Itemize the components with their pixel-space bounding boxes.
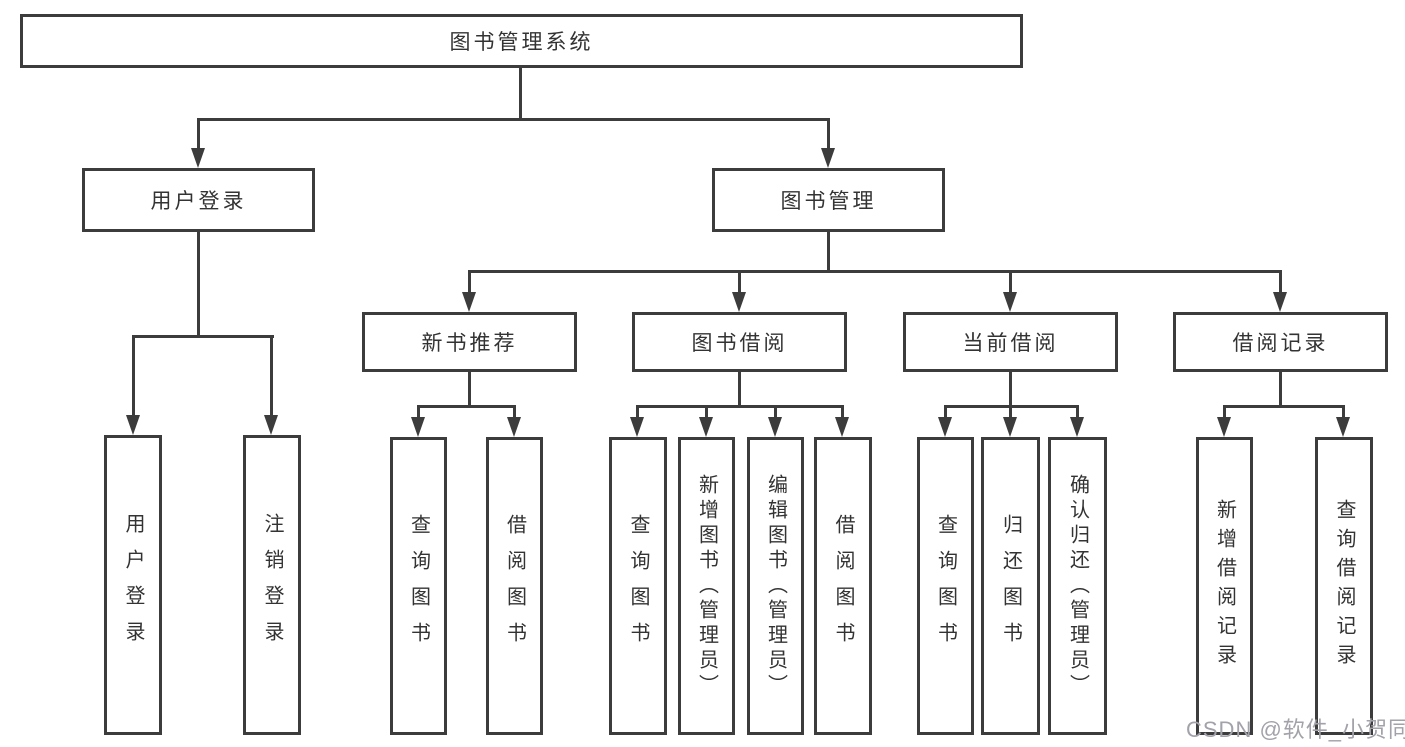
node-new-book-recommend-label: 新书推荐 <box>421 332 518 355</box>
connector-userlogin-stem-1 <box>132 335 135 417</box>
connector-bookmgmt-stem-3 <box>1009 270 1012 295</box>
node-confirm-return-admin: 确认归还（管理员） <box>1048 437 1107 735</box>
connector-recommend-stem-2 <box>513 405 516 420</box>
node-user-login-leaf-label: 用户登录 <box>122 513 144 657</box>
connector-records-vline <box>1279 372 1282 408</box>
arrowhead-records-leaf1-icon <box>1217 417 1231 437</box>
arrowhead-borrow-records-icon <box>1273 292 1287 312</box>
node-root: 图书管理系统 <box>20 14 1023 68</box>
node-add-book-admin: 新增图书（管理员） <box>678 437 735 735</box>
node-user-login-leaf: 用户登录 <box>104 435 162 735</box>
connector-borrow-stem-3 <box>774 405 777 420</box>
arrowhead-current-leaf2-icon <box>1003 417 1017 437</box>
node-user-login-label: 用户登录 <box>150 190 247 213</box>
connector-current-stem-3 <box>1076 405 1079 420</box>
connector-bookmgmt-hline <box>468 270 1282 273</box>
node-query-books-current: 查询图书 <box>917 437 974 735</box>
connector-root-hline <box>197 118 830 121</box>
connector-borrow-stem-1 <box>636 405 639 420</box>
connector-borrow-vline <box>738 372 741 408</box>
arrowhead-borrow-leaf1-icon <box>630 417 644 437</box>
node-borrow-records-label: 借阅记录 <box>1232 332 1329 355</box>
connector-userlogin-stem-2 <box>270 335 273 417</box>
connector-root-stem-left <box>197 118 200 151</box>
arrowhead-new-book-recommend-icon <box>462 292 476 312</box>
connector-borrow-hline <box>636 405 844 408</box>
node-borrow-records: 借阅记录 <box>1173 312 1388 372</box>
connector-bookmgmt-stem-2 <box>738 270 741 295</box>
node-logout-leaf-label: 注销登录 <box>261 513 283 657</box>
node-root-label: 图书管理系统 <box>449 31 594 54</box>
connector-current-stem-2 <box>1009 405 1012 420</box>
connector-records-hline <box>1223 405 1345 408</box>
csdn-watermark: CSDN @软件_小贺同学 <box>1186 717 1405 742</box>
arrowhead-current-leaf3-icon <box>1070 417 1084 437</box>
node-logout-leaf: 注销登录 <box>243 435 301 735</box>
node-confirm-return-admin-label: 确认归还（管理员） <box>1066 473 1089 699</box>
node-book-borrow-label: 图书借阅 <box>691 332 788 355</box>
arrowhead-book-borrow-icon <box>732 292 746 312</box>
node-edit-book-admin-label: 编辑图书（管理员） <box>764 473 787 699</box>
connector-borrow-stem-4 <box>841 405 844 420</box>
connector-records-stem-1 <box>1223 405 1226 420</box>
node-query-borrow-record: 查询借阅记录 <box>1315 437 1373 735</box>
node-new-book-recommend: 新书推荐 <box>362 312 577 372</box>
arrowhead-current-borrow-icon <box>1003 292 1017 312</box>
connector-recommend-stem-1 <box>417 405 420 420</box>
connector-userlogin-vline <box>197 232 200 338</box>
arrowhead-recommend-leaf1-icon <box>411 417 425 437</box>
arrowhead-logout-leaf-icon <box>264 415 278 435</box>
arrowhead-book-management-icon <box>821 148 835 168</box>
arrowhead-borrow-leaf3-icon <box>768 417 782 437</box>
connector-borrow-stem-2 <box>705 405 708 420</box>
node-user-login: 用户登录 <box>82 168 315 232</box>
node-book-management-label: 图书管理 <box>780 190 877 213</box>
connector-current-vline <box>1009 372 1012 408</box>
connector-records-stem-2 <box>1342 405 1345 420</box>
node-query-borrow-record-label: 查询借阅记录 <box>1333 499 1355 673</box>
connector-recommend-hline <box>417 405 516 408</box>
node-return-book-label: 归还图书 <box>999 514 1022 658</box>
arrowhead-borrow-leaf2-icon <box>699 417 713 437</box>
arrowhead-user-login-icon <box>191 148 205 168</box>
node-borrow-books-recommend: 借阅图书 <box>486 437 543 735</box>
connector-userlogin-hline <box>132 335 274 338</box>
node-borrow-books-leaf: 借阅图书 <box>814 437 872 735</box>
connector-recommend-vline <box>468 372 471 408</box>
connector-bookmgmt-stem-1 <box>468 270 471 295</box>
connector-bookmgmt-vline <box>827 232 830 273</box>
node-book-borrow: 图书借阅 <box>632 312 847 372</box>
arrowhead-recommend-leaf2-icon <box>507 417 521 437</box>
connector-bookmgmt-stem-4 <box>1279 270 1282 295</box>
node-book-management: 图书管理 <box>712 168 945 232</box>
arrowhead-current-leaf1-icon <box>938 417 952 437</box>
connector-root-vline <box>519 68 522 120</box>
node-return-book: 归还图书 <box>981 437 1040 735</box>
arrowhead-userlogin-leaf-icon <box>126 415 140 435</box>
node-edit-book-admin: 编辑图书（管理员） <box>747 437 804 735</box>
node-borrow-books-recommend-label: 借阅图书 <box>503 514 526 658</box>
connector-root-stem-right <box>827 118 830 151</box>
node-query-books-recommend: 查询图书 <box>390 437 447 735</box>
node-add-borrow-record: 新增借阅记录 <box>1196 437 1253 735</box>
node-add-book-admin-label: 新增图书（管理员） <box>695 473 718 699</box>
node-borrow-books-leaf-label: 借阅图书 <box>832 514 854 658</box>
arrowhead-borrow-leaf4-icon <box>835 417 849 437</box>
node-query-books-borrow: 查询图书 <box>609 437 667 735</box>
arrowhead-records-leaf2-icon <box>1336 417 1350 437</box>
node-query-books-recommend-label: 查询图书 <box>407 514 430 658</box>
node-current-borrow-label: 当前借阅 <box>962 332 1059 355</box>
node-current-borrow: 当前借阅 <box>903 312 1118 372</box>
node-add-borrow-record-label: 新增借阅记录 <box>1213 499 1236 673</box>
node-query-books-borrow-label: 查询图书 <box>627 514 649 658</box>
connector-current-stem-1 <box>944 405 947 420</box>
node-query-books-current-label: 查询图书 <box>934 514 957 658</box>
